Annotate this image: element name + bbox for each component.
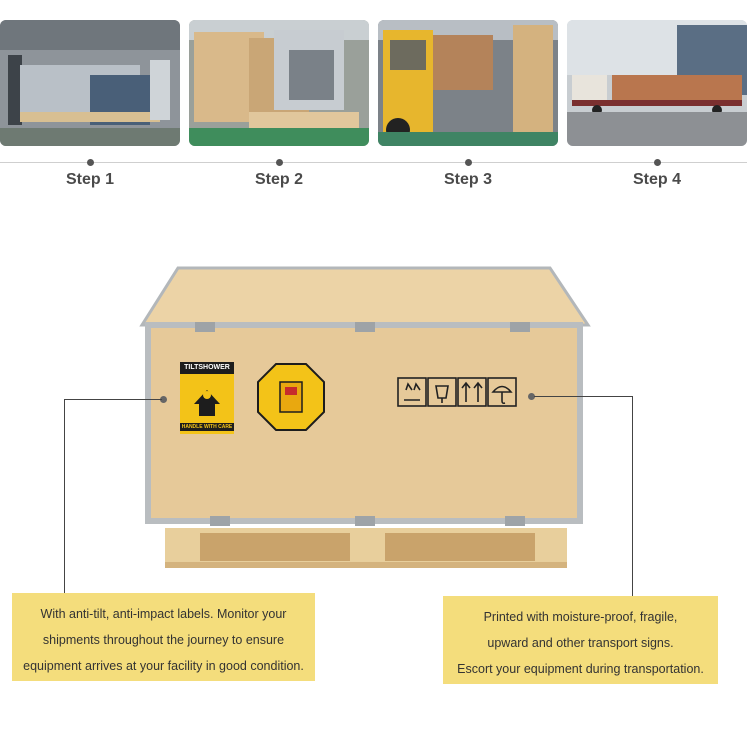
- step-2-photo: [189, 20, 369, 146]
- step-4-photo: [567, 20, 747, 146]
- steps-row: Step 1 Step 2 Step 3 Step 4: [0, 0, 747, 200]
- right-callout-line-h: [534, 396, 632, 397]
- step-3-dot: [465, 159, 472, 166]
- left-callout-line-h: [64, 399, 162, 400]
- left-callout-dot: [160, 396, 167, 403]
- tilt-indicator-label: [180, 362, 234, 434]
- left-callout-box: With anti-tilt, anti-impact labels. Moni…: [12, 593, 315, 681]
- right-callout-dot: [528, 393, 535, 400]
- step-1-dot: [87, 159, 94, 166]
- wooden-crate-illustration: [0, 250, 747, 580]
- left-callout-line-2: shipments throughout the journey to ensu…: [42, 633, 285, 647]
- step-4-dot: [654, 159, 661, 166]
- step-2-label: Step 2: [254, 171, 303, 188]
- step-1-photo: [0, 20, 180, 146]
- right-callout-line-2: upward and other transport signs.: [487, 636, 674, 650]
- right-callout-box: Printed with moisture-proof, fragile, up…: [443, 596, 718, 684]
- step-2-dot: [276, 159, 283, 166]
- right-callout-line-v: [632, 396, 633, 596]
- right-callout-line-3: Escort your equipment during transportat…: [457, 662, 704, 676]
- left-callout-line-3: equipment arrives at your facility in go…: [23, 659, 304, 673]
- tilt-label-caption-text: HANDLE WITH CARE: [181, 424, 233, 430]
- left-callout-line-v: [64, 399, 65, 593]
- crate-top: [139, 266, 591, 327]
- left-callout-line-1: With anti-tilt, anti-impact labels. Moni…: [40, 607, 287, 621]
- step-3-label: Step 3: [443, 171, 492, 188]
- step-4-label: Step 4: [632, 171, 681, 188]
- step-1-label: Step 1: [65, 171, 114, 188]
- shock-indicator-label: [257, 363, 325, 431]
- right-callout-line-1: Printed with moisture-proof, fragile,: [483, 610, 678, 624]
- timeline-line: [0, 162, 747, 163]
- tilt-label-brand-text: TILTSHOWER: [184, 364, 230, 371]
- transport-symbols: [397, 377, 517, 407]
- step-3-photo: [378, 20, 558, 146]
